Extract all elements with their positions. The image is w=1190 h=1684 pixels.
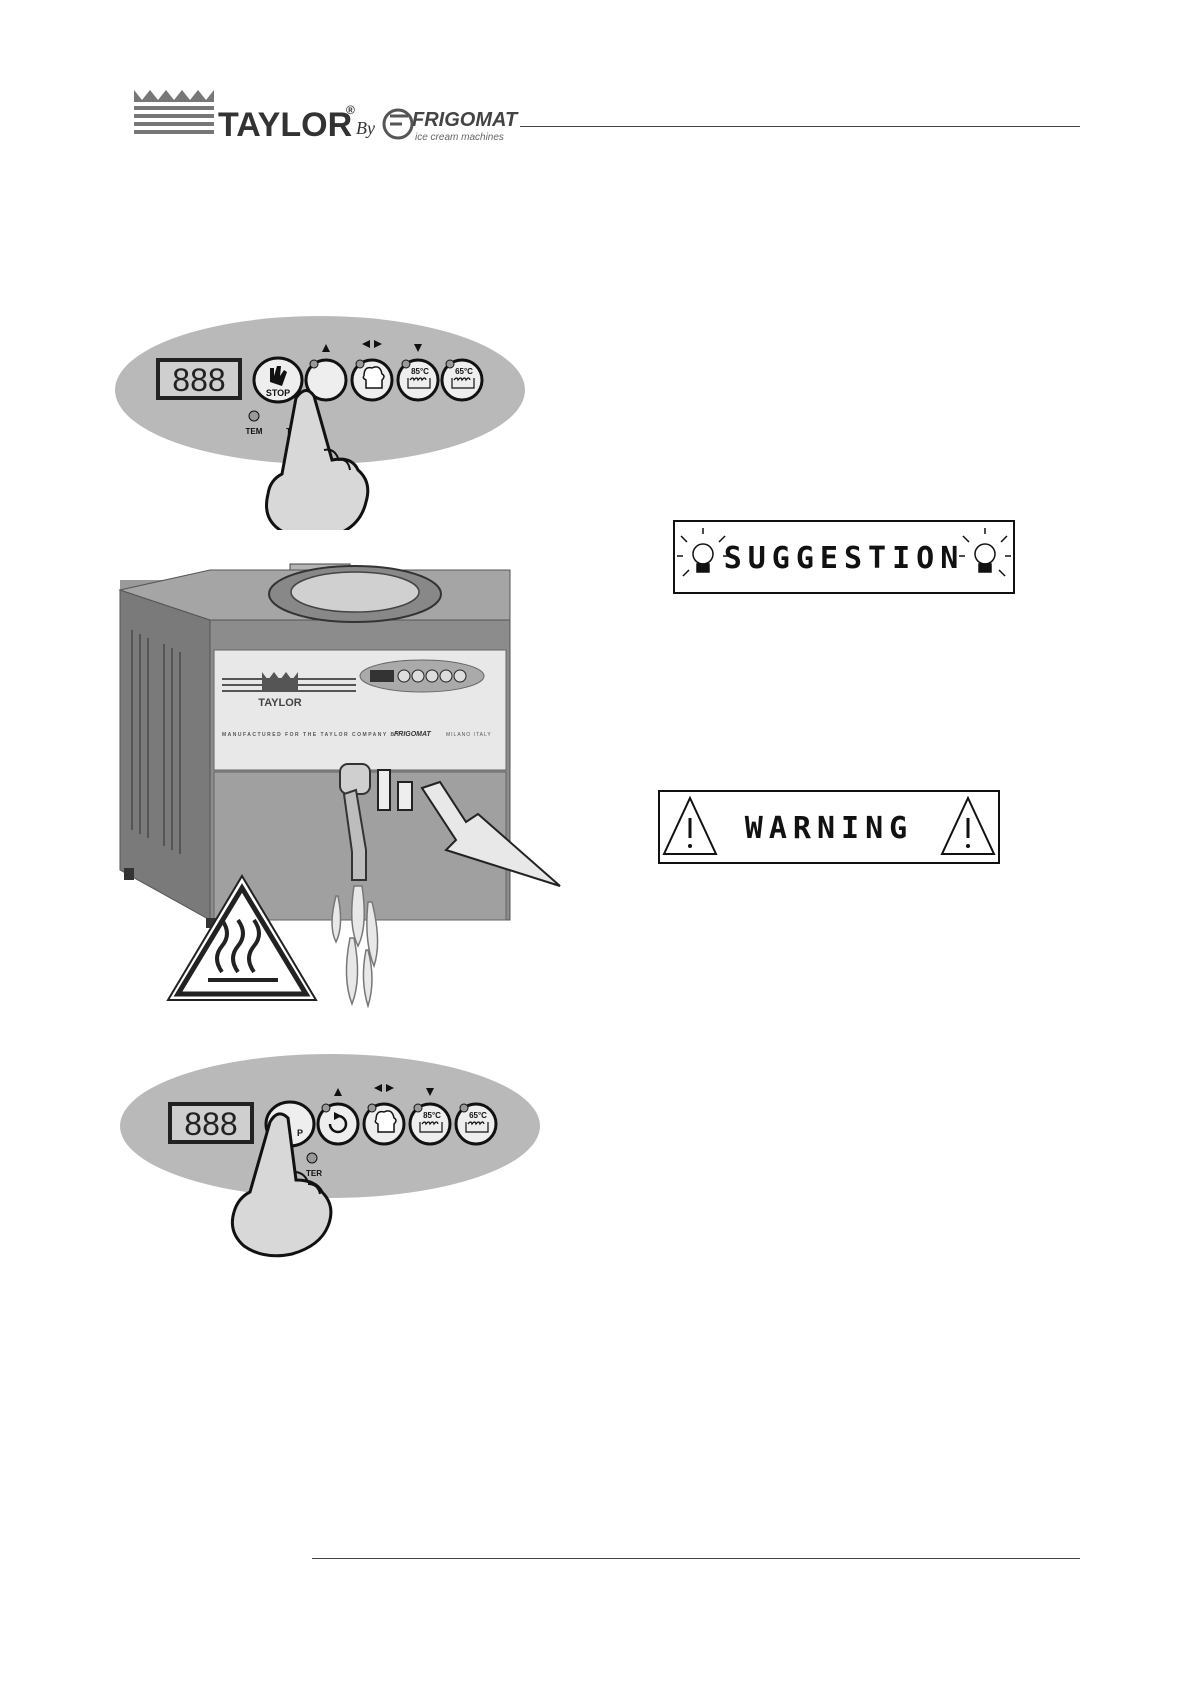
chef-hat-icon bbox=[375, 1111, 396, 1132]
svg-text:65°C: 65°C bbox=[455, 367, 473, 376]
by-text: By bbox=[356, 118, 375, 138]
suggestion-label: SUGGESTION bbox=[724, 541, 965, 576]
warning-label: WARNING bbox=[745, 811, 913, 846]
footer-rule bbox=[312, 1558, 1080, 1559]
taylor-crown-icon bbox=[134, 90, 214, 134]
svg-text:TEM: TEM bbox=[246, 427, 263, 436]
exclamation-triangle-icon bbox=[942, 798, 994, 854]
partner-tagline: ice cream machines bbox=[415, 132, 504, 143]
control-panel-illustration-bottom: 888 P 85°C 6 bbox=[120, 1048, 540, 1268]
warning-banner: WARNING bbox=[658, 790, 1000, 864]
stir-button bbox=[318, 1104, 358, 1144]
temp-65-button: 65°C bbox=[442, 360, 482, 400]
svg-text:STOP: STOP bbox=[266, 388, 290, 398]
led-ter bbox=[307, 1153, 317, 1163]
front-strip-text: MANUFACTURED FOR THE TAYLOR COMPANY BY bbox=[222, 732, 400, 738]
front-logo-text: TAYLOR bbox=[258, 697, 301, 709]
exclamation-triangle-icon bbox=[664, 798, 716, 854]
front-strip-partner: FRIGOMAT bbox=[394, 731, 432, 738]
header-rule bbox=[520, 126, 1080, 127]
header-logo: TAYLOR ® By FRIGOMAT ice cream machines bbox=[132, 86, 532, 146]
display-digits: 888 bbox=[184, 1106, 237, 1142]
temp-85-button: 85°C bbox=[398, 360, 438, 400]
chef-button bbox=[364, 1104, 404, 1144]
svg-text:85°C: 85°C bbox=[411, 367, 429, 376]
front-strip-tail: MILANO ITALY bbox=[446, 732, 492, 738]
stop-button: STOP bbox=[254, 358, 302, 402]
temp-85-button: 85°C bbox=[410, 1104, 450, 1144]
svg-text:TER: TER bbox=[306, 1169, 322, 1178]
display-digits: 888 bbox=[172, 362, 225, 398]
temp-65-button: 65°C bbox=[456, 1104, 496, 1144]
suggestion-banner: SUGGESTION bbox=[673, 520, 1015, 594]
chef-hat-icon bbox=[363, 367, 384, 388]
lightbulb-icon bbox=[677, 528, 729, 576]
machine-illustration: TAYLOR MANUFACTURED FOR THE TAYLOR COMPA… bbox=[110, 550, 570, 1020]
frigomat-logo-icon bbox=[384, 110, 412, 138]
svg-text:65°C: 65°C bbox=[469, 1111, 487, 1120]
water-drops-icon bbox=[332, 886, 378, 1006]
lightbulb-icon bbox=[959, 528, 1011, 576]
svg-text:P: P bbox=[297, 1128, 303, 1138]
partner-name: FRIGOMAT bbox=[412, 109, 519, 131]
control-panel-illustration-top: 888 STOP 85°C 65°C bbox=[110, 310, 530, 530]
registered-mark: ® bbox=[346, 103, 355, 117]
svg-text:85°C: 85°C bbox=[423, 1111, 441, 1120]
chef-button bbox=[352, 360, 392, 400]
led-tem bbox=[249, 411, 259, 421]
brand-name: TAYLOR bbox=[218, 106, 352, 144]
